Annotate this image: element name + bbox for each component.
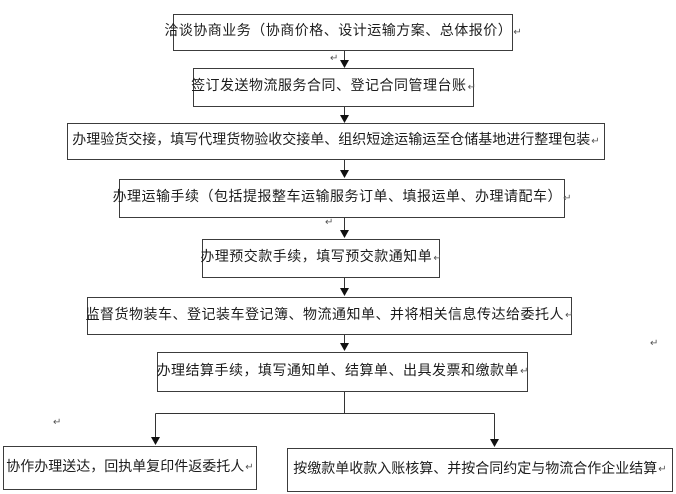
arrowhead-3: [340, 170, 349, 178]
node-goods-handover: 办理验货交接，填写代理货物验收交接单、组织短途运输运至仓储基地进行整理包装↵: [67, 123, 605, 160]
node-delivery-receipt: 协作办理送达，回执单复印件返委托人↵: [3, 446, 257, 490]
node-supervise-loading: 监督货物装车、登记装车登记簿、物流通知单、并将相关信息传达给委托人↵: [85, 297, 574, 335]
return-mark-icon: ↵: [591, 135, 600, 147]
arrowhead-5: [340, 288, 349, 296]
arrowhead-1: [340, 60, 349, 68]
paragraph-mark-icon: ↵: [330, 53, 339, 64]
return-mark-icon: ↵: [520, 366, 529, 377]
return-mark-icon: ↵: [433, 252, 442, 264]
node-label: 监督货物装车、登记装车登记簿、物流通知单、并将相关信息传达给委托人: [85, 307, 565, 323]
node-negotiate-business: 洽谈协商业务（协商价格、设计运输方案、总体报价）↵: [164, 14, 522, 51]
return-mark-icon: ↵: [245, 462, 254, 473]
node-label: 协作办理送达，回执单复印件返委托人: [6, 459, 245, 475]
return-mark-icon: ↵: [513, 26, 522, 38]
node-sign-contract: 签订发送物流服务合同、登记合同管理台账↵: [191, 68, 476, 107]
paragraph-mark-icon: ↵: [650, 338, 659, 349]
return-mark-icon: ↵: [565, 310, 574, 321]
node-transport-procedures: 办理运输手续（包括提报整车运输服务订单、填报运单、办理请配车）↵: [113, 179, 571, 218]
node-label: 办理预交款手续，填写预交款通知单: [200, 250, 433, 266]
node-label: 办理验货交接，填写代理货物验收交接单、组织短途运输运至仓储基地进行整理包装: [72, 133, 591, 149]
arrowhead-6: [340, 343, 349, 351]
return-mark-icon: ↵: [658, 464, 667, 475]
node-label: 洽谈协商业务（协商价格、设计运输方案、总体报价）: [164, 24, 513, 40]
node-label: 办理运输手续（包括提报整车运输服务订单、填报运单、办理请配车）: [112, 190, 563, 206]
arrowhead-branch-right: [490, 439, 499, 447]
return-mark-icon: ↵: [467, 81, 476, 93]
paragraph-mark-icon: ↵: [325, 217, 334, 228]
arrowhead-4: [340, 230, 349, 238]
return-mark-icon: ↵: [563, 192, 572, 204]
arrowhead-2: [340, 115, 349, 123]
paragraph-mark-icon: ↵: [53, 417, 62, 428]
node-label: 办理结算手续，填写通知单、结算单、出具发票和缴款单: [156, 363, 520, 379]
node-label: 按缴款单收款入账核算、并按合同约定与物流合作企业结算: [293, 461, 658, 477]
node-prepayment: 办理预交款手续，填写预交款通知单↵: [200, 239, 442, 278]
node-payment-accounting: 按缴款单收款入账核算、并按合同约定与物流合作企业结算↵: [287, 448, 673, 492]
node-label: 签订发送物流服务合同、登记合同管理台账: [191, 79, 467, 95]
arrowhead-branch-left: [151, 437, 160, 445]
node-settlement-procedures: 办理结算手续，填写通知单、结算单、出具发票和缴款单↵: [157, 352, 528, 392]
